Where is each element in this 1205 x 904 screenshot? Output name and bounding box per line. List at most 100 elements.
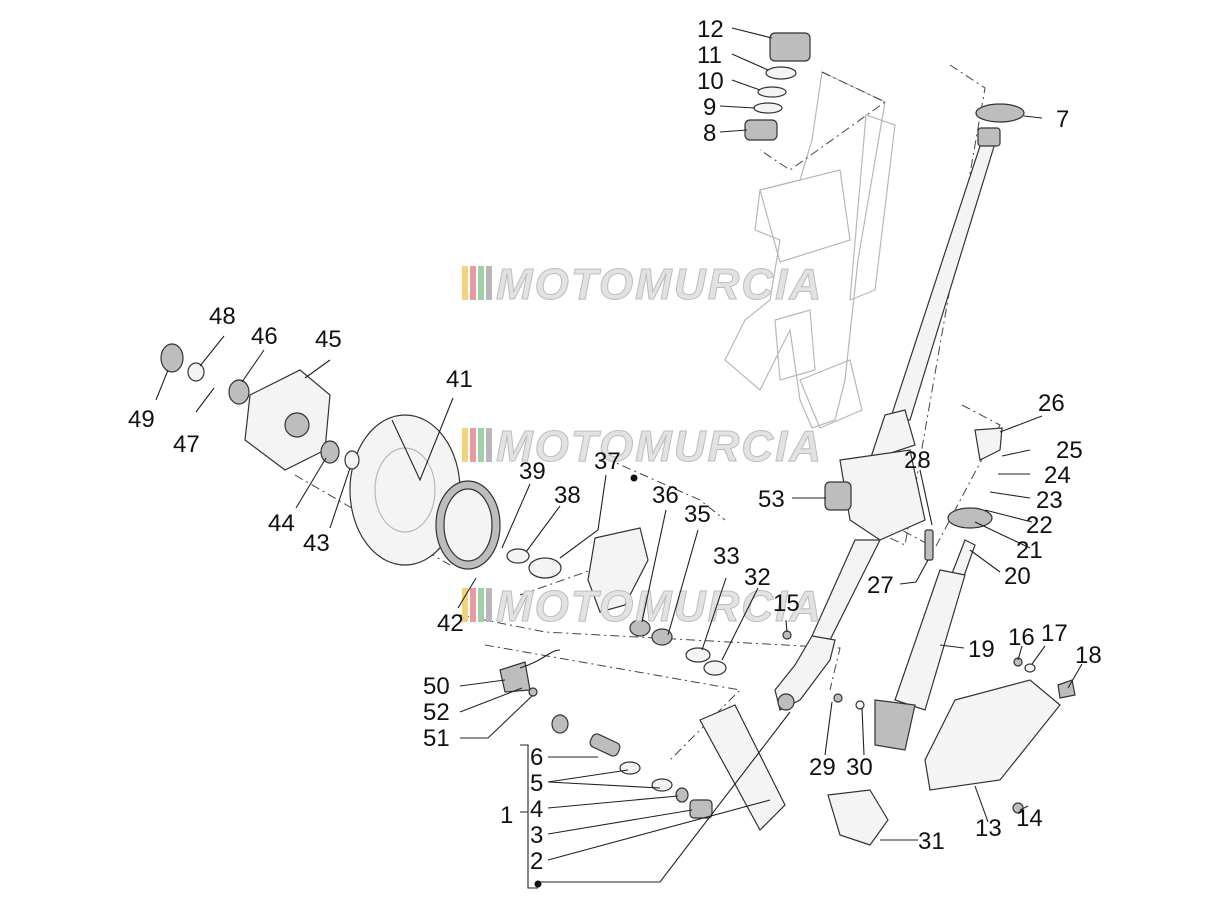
callout-26: 26 bbox=[1038, 390, 1065, 417]
callout-47: 47 bbox=[173, 431, 200, 458]
swing-link bbox=[699, 704, 786, 831]
callout-48: 48 bbox=[209, 303, 236, 330]
callout-6: 6 bbox=[530, 744, 543, 771]
callout-11: 11 bbox=[697, 42, 722, 69]
part-19-icon bbox=[894, 569, 966, 711]
callout-46: 46 bbox=[251, 323, 278, 350]
frame-ghost bbox=[724, 71, 896, 429]
part-31-icon bbox=[827, 789, 889, 846]
fork-cover bbox=[782, 529, 1076, 846]
callout-35: 35 bbox=[684, 501, 711, 528]
callout-29: 29 bbox=[809, 754, 836, 781]
shock-absorber bbox=[824, 427, 1003, 751]
part-37-icon bbox=[587, 527, 649, 613]
part-44-icon bbox=[320, 440, 340, 464]
part-10-icon bbox=[757, 86, 787, 98]
callout-22: 22 bbox=[1026, 512, 1053, 539]
callout-23: 23 bbox=[1036, 487, 1063, 514]
part-29-icon bbox=[833, 693, 843, 703]
callout-19: 19 bbox=[968, 636, 995, 663]
part-4-icon bbox=[675, 787, 689, 803]
part-3-icon bbox=[689, 799, 713, 819]
callout-17: 17 bbox=[1041, 620, 1068, 647]
svg-text:MOTOMURCIA: MOTOMURCIA bbox=[496, 422, 823, 471]
part-51-icon bbox=[528, 687, 538, 697]
callout-5: 5 bbox=[530, 770, 543, 797]
callout-25: 25 bbox=[1056, 437, 1083, 464]
part-30-icon bbox=[855, 700, 865, 710]
callout-4: 4 bbox=[530, 796, 543, 823]
svg-text:MOTOMURCIA: MOTOMURCIA bbox=[496, 582, 823, 631]
callout-36: 36 bbox=[652, 482, 679, 509]
callout-28: 28 bbox=[904, 447, 931, 474]
callout-10: 10 bbox=[697, 68, 724, 95]
part-8-icon bbox=[744, 119, 778, 141]
part-53-icon bbox=[824, 481, 852, 511]
callout-31: 31 bbox=[918, 828, 945, 855]
part-43-icon bbox=[344, 450, 360, 470]
part-21-icon bbox=[947, 507, 993, 529]
part-6-icon bbox=[589, 733, 621, 757]
callout-12: 12 bbox=[697, 16, 724, 43]
fork-pivot bbox=[777, 693, 795, 711]
part-33-icon bbox=[685, 647, 711, 663]
callout-1: 1 bbox=[500, 802, 513, 829]
callout-41: 41 bbox=[446, 366, 473, 393]
part-13-icon bbox=[924, 679, 1061, 791]
leader-lines bbox=[155, 27, 1083, 889]
callout-18: 18 bbox=[1075, 642, 1102, 669]
callout-45: 45 bbox=[315, 326, 342, 353]
assembly-outlines bbox=[294, 64, 1001, 761]
callout-32: 32 bbox=[744, 564, 771, 591]
callout-44: 44 bbox=[268, 510, 295, 537]
part-9-icon bbox=[753, 102, 783, 114]
callout-8: 8 bbox=[703, 120, 716, 147]
callout-37: 37 bbox=[594, 448, 621, 475]
callout-14: 14 bbox=[1016, 805, 1043, 832]
callout-21: 21 bbox=[1016, 537, 1043, 564]
callout-50: 50 bbox=[423, 673, 450, 700]
watermark-logo-1: MOTOMURCIA bbox=[462, 260, 822, 310]
callout-42: 42 bbox=[437, 610, 464, 637]
part-7-icon bbox=[975, 103, 1025, 123]
hub-and-disc bbox=[160, 343, 501, 570]
lower-linkage bbox=[499, 649, 786, 831]
callout-38: 38 bbox=[554, 482, 581, 509]
watermark-logo-2: MOTOMURCIA bbox=[462, 422, 823, 472]
callout-9: 9 bbox=[703, 94, 716, 121]
part-5-icon bbox=[619, 761, 641, 775]
column-top bbox=[977, 127, 1001, 147]
part-48-icon bbox=[187, 362, 205, 382]
part-38-icon bbox=[528, 557, 562, 579]
group-dot-37 bbox=[630, 474, 638, 482]
part-49-icon bbox=[160, 343, 184, 373]
callout-7: 7 bbox=[1056, 106, 1069, 133]
callout-53: 53 bbox=[758, 486, 785, 513]
bearing-stack bbox=[744, 32, 1025, 141]
part-15-icon bbox=[782, 630, 792, 640]
part-27-icon bbox=[924, 529, 934, 561]
callout-3: 3 bbox=[530, 822, 543, 849]
callout-labels: 12 11 10 9 8 7 26 25 24 23 22 21 20 28 2… bbox=[128, 16, 1102, 875]
part-46-icon bbox=[228, 379, 250, 405]
part-11-icon bbox=[765, 66, 797, 80]
callout-16: 16 bbox=[1008, 624, 1035, 651]
callout-20: 20 bbox=[1004, 563, 1031, 590]
callout-13: 13 bbox=[975, 815, 1002, 842]
caliper-parts bbox=[506, 527, 727, 676]
callout-52: 52 bbox=[423, 699, 450, 726]
callout-33: 33 bbox=[713, 543, 740, 570]
callout-39: 39 bbox=[519, 458, 546, 485]
callout-30: 30 bbox=[846, 754, 873, 781]
watermark-logo-3: MOTOMURCIA bbox=[462, 582, 823, 632]
part-18-icon bbox=[1057, 679, 1076, 699]
callout-51: 51 bbox=[423, 725, 450, 752]
part-26-icon bbox=[974, 427, 1003, 461]
part-17-icon bbox=[1024, 663, 1036, 673]
part-32-icon bbox=[703, 660, 727, 676]
callout-2: 2 bbox=[530, 848, 543, 875]
steering-column bbox=[774, 127, 1001, 711]
callout-15: 15 bbox=[773, 590, 800, 617]
